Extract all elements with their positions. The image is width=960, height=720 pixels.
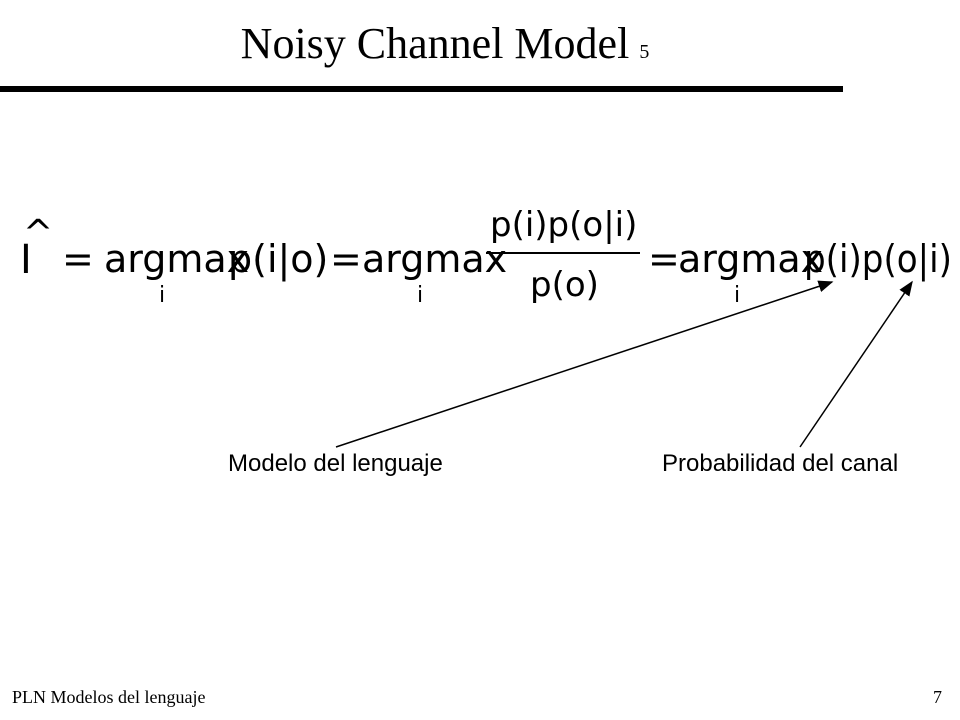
formula-hat-mark: ^ bbox=[23, 213, 53, 254]
formula: ^ ^ I = argmax i p(i|o) = argmax i p(i)p… bbox=[20, 205, 952, 308]
slide-title-number: 5 bbox=[639, 41, 650, 63]
formula-eq-1: = bbox=[62, 237, 94, 281]
formula-term-3: p(i)p(o|i) bbox=[804, 237, 952, 282]
formula-subscript-3: i bbox=[734, 283, 740, 308]
slide-title: Noisy Channel Model 5 bbox=[0, 18, 890, 78]
formula-subscript-2: i bbox=[417, 283, 423, 308]
formula-term-1: p(i|o) bbox=[228, 237, 328, 282]
formula-argmax-3: argmax bbox=[678, 237, 823, 281]
channel-probability-label: Probabilidad del canal bbox=[662, 450, 899, 477]
title-rule bbox=[0, 86, 843, 92]
footer-course: PLN Modelos del lenguaje bbox=[12, 687, 206, 707]
language-model-arrow bbox=[335, 280, 834, 448]
formula-argmax-2: argmax bbox=[362, 237, 507, 281]
formula-eq-3: = bbox=[648, 237, 680, 281]
channel-probability-arrow bbox=[799, 280, 913, 448]
page-number: 7 bbox=[933, 687, 942, 707]
formula-denominator: p(o) bbox=[530, 265, 599, 305]
language-model-label: Modelo del lenguaje bbox=[228, 450, 443, 477]
formula-subscript-1: i bbox=[159, 283, 165, 308]
formula-numerator: p(i)p(o|i) bbox=[490, 205, 637, 245]
formula-lhs: I bbox=[20, 237, 32, 283]
formula-argmax-1: argmax bbox=[104, 237, 249, 281]
formula-eq-2: = bbox=[330, 237, 362, 281]
slide-title-text: Noisy Channel Model bbox=[240, 19, 630, 68]
